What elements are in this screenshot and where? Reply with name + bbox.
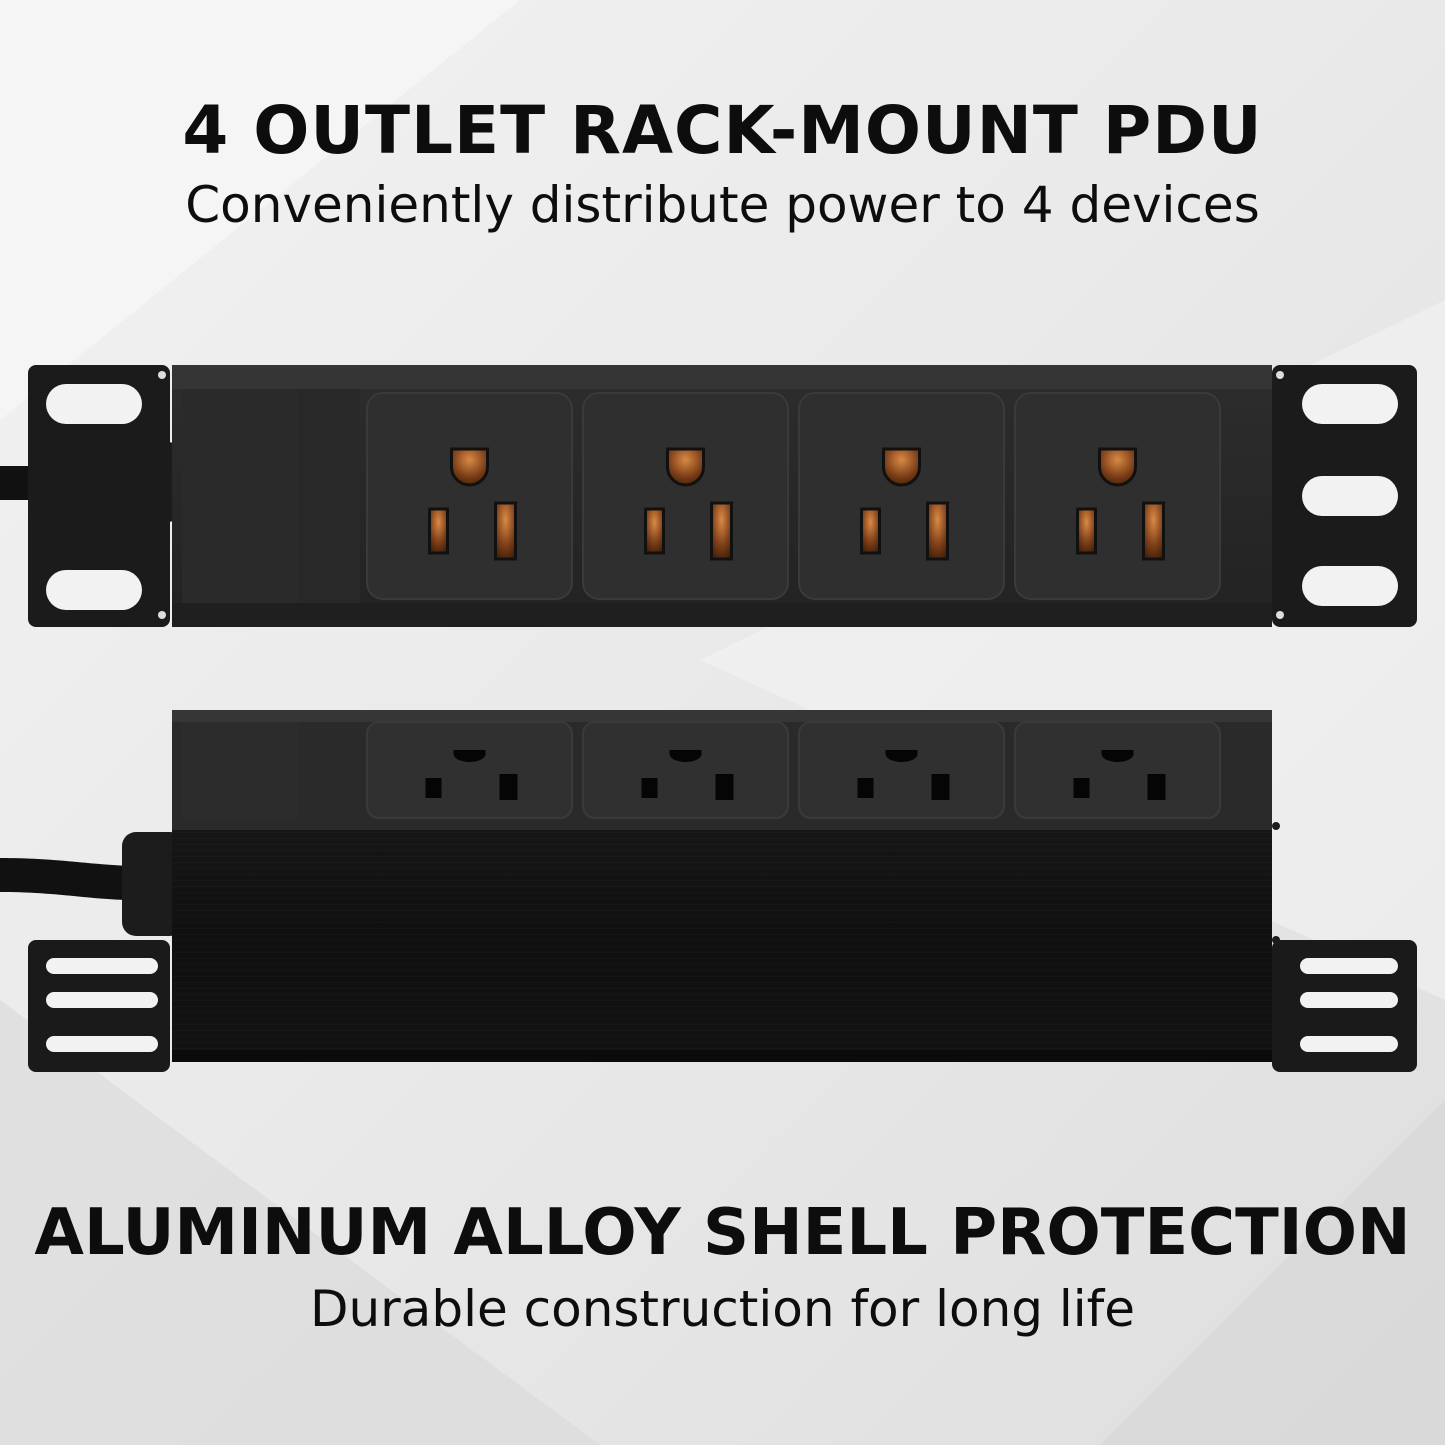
outlet-icon xyxy=(582,721,789,819)
section-title: ALUMINUM ALLOY SHELL PROTECTION xyxy=(34,1196,1411,1270)
power-cord-icon xyxy=(0,832,184,936)
mounting-bracket-icon xyxy=(28,365,170,627)
outlet-icon xyxy=(1014,721,1221,819)
mounting-bracket-icon xyxy=(1272,365,1417,627)
mounting-bracket-icon xyxy=(1272,940,1417,1072)
pdu-angled-view xyxy=(0,710,1417,1072)
outlet-icon xyxy=(366,721,573,819)
pdu-front-view xyxy=(0,365,1417,627)
outlet-icon xyxy=(366,392,573,600)
outlet-icon xyxy=(798,721,1005,819)
outlet-icon xyxy=(798,392,1005,600)
page-title: 4 OUTLET RACK-MOUNT PDU xyxy=(182,92,1263,169)
outlet-icon xyxy=(582,392,789,600)
page-subtitle: Conveniently distribute power to 4 devic… xyxy=(185,176,1260,234)
section-subtitle: Durable construction for long life xyxy=(309,1280,1136,1338)
mounting-bracket-icon xyxy=(28,940,170,1072)
outlet-icon xyxy=(1014,392,1221,600)
